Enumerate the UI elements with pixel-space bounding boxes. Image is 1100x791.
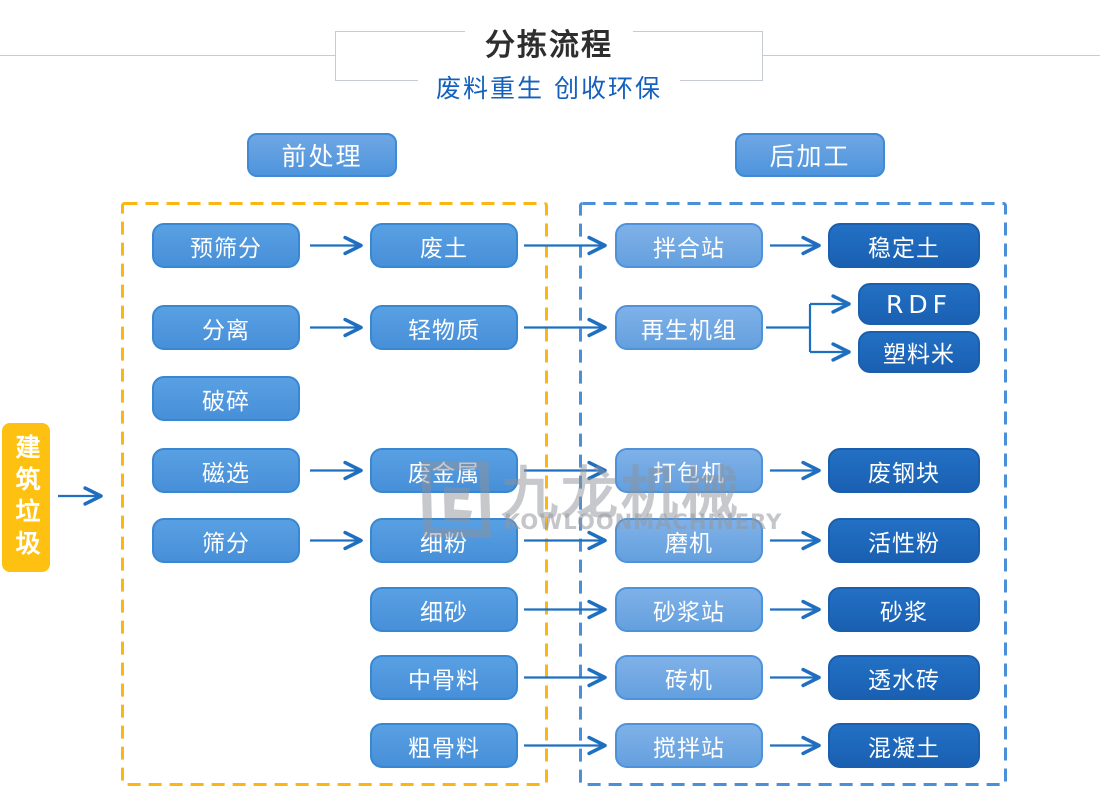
post-processing-frame	[579, 202, 1007, 786]
node-mixing-station: 拌合站	[615, 223, 763, 268]
node-separation: 分离	[152, 305, 300, 350]
node-baler: 打包机	[615, 448, 763, 493]
node-mortar-station: 砂浆站	[615, 587, 763, 632]
node-waste-steel-block: 废钢块	[828, 448, 980, 493]
node-fine-sand: 细砂	[370, 587, 518, 632]
pre-processing-frame	[121, 202, 548, 786]
node-pre-screening: 预筛分	[152, 223, 300, 268]
node-regeneration-unit: 再生机组	[615, 305, 763, 350]
node-concrete-mix-station: 搅拌站	[615, 723, 763, 768]
node-fine-powder: 细粉	[370, 518, 518, 563]
node-medium-aggregate: 中骨料	[370, 655, 518, 700]
page-subtitle: 废料重生 创收环保	[418, 69, 680, 105]
section-label-pre-processing: 前处理	[247, 133, 397, 177]
node-mortar: 砂浆	[828, 587, 980, 632]
node-coarse-aggregate: 粗骨料	[370, 723, 518, 768]
node-screening: 筛分	[152, 518, 300, 563]
source-construction-waste: 建筑垃圾	[2, 423, 50, 572]
node-waste-soil: 废土	[370, 223, 518, 268]
node-waste-metal: 废金属	[370, 448, 518, 493]
node-mill: 磨机	[615, 518, 763, 563]
node-rdf: RDF	[858, 283, 980, 325]
node-active-powder: 活性粉	[828, 518, 980, 563]
node-plastic-pellets: 塑料米	[858, 331, 980, 373]
node-concrete: 混凝土	[828, 723, 980, 768]
section-label-post-processing: 后加工	[735, 133, 885, 177]
node-permeable-brick: 透水砖	[828, 655, 980, 700]
node-crushing: 破碎	[152, 376, 300, 421]
page-title: 分拣流程	[465, 20, 633, 64]
node-light-material: 轻物质	[370, 305, 518, 350]
arrow-lines	[58, 235, 851, 756]
node-magnetic-separation: 磁选	[152, 448, 300, 493]
node-brick-machine: 砖机	[615, 655, 763, 700]
node-stabilized-soil: 稳定土	[828, 223, 980, 268]
